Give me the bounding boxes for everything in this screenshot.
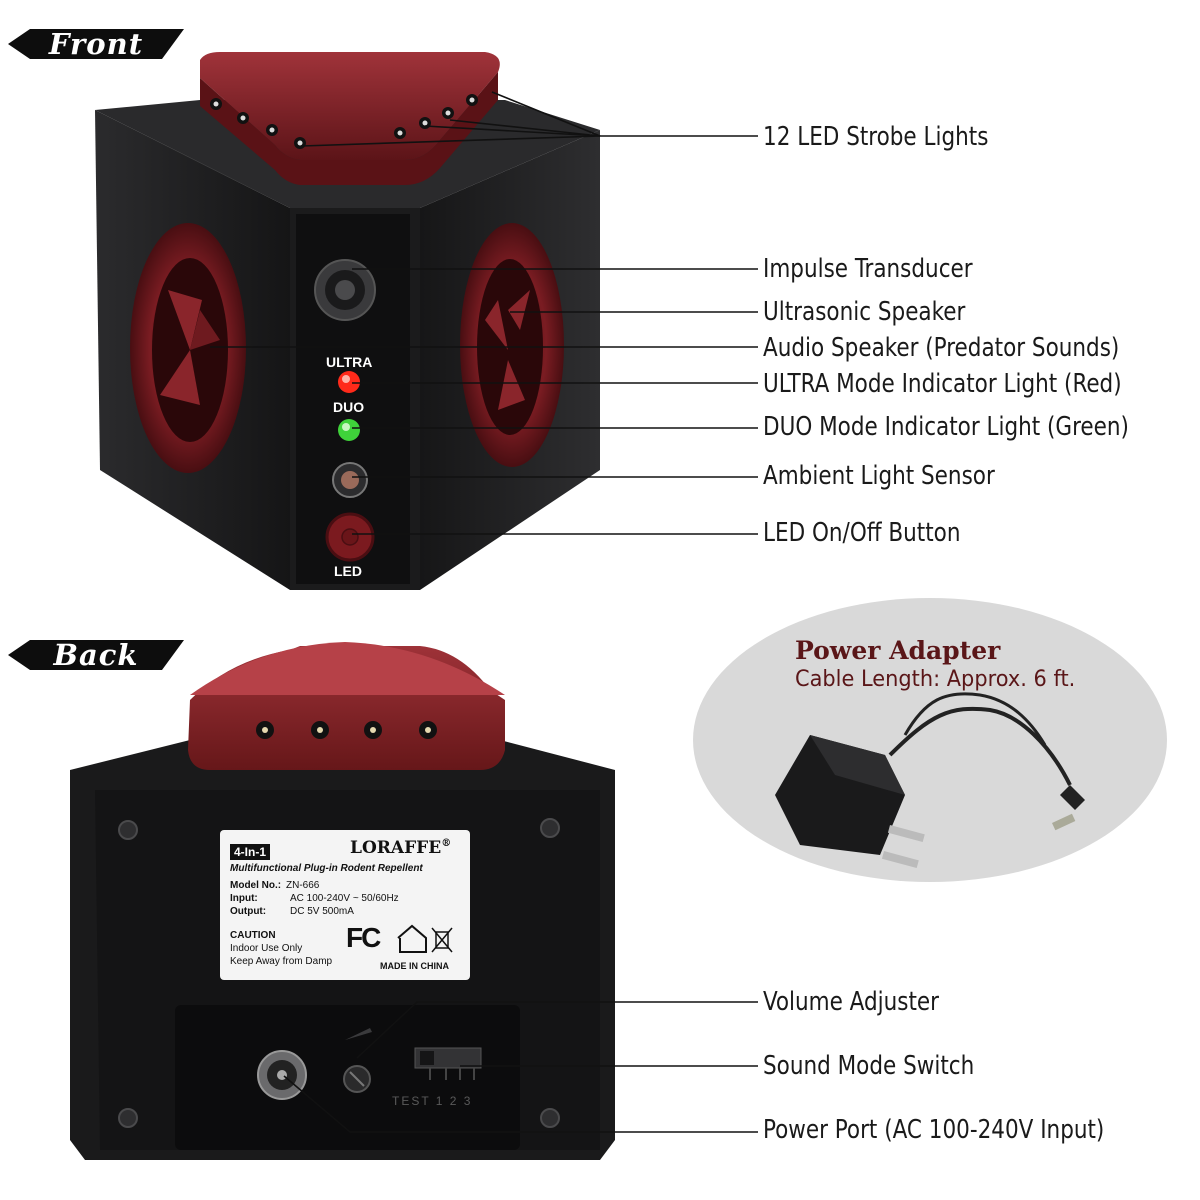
front-device xyxy=(95,52,600,590)
callout-ultrasonic-speaker: Ultrasonic Speaker xyxy=(763,297,966,327)
input-value: AC 100-240V ~ 50/60Hz xyxy=(290,893,399,904)
power-adapter-image xyxy=(775,692,1085,869)
volume-adjuster[interactable] xyxy=(343,1028,372,1093)
adapter-panel xyxy=(693,598,1167,882)
product-badge: 4-In-1 xyxy=(230,844,271,860)
product-description: Multifunctional Plug-in Rodent Repellent xyxy=(230,863,423,874)
back-tag-shape xyxy=(8,640,184,670)
callout-sound-mode-switch: Sound Mode Switch xyxy=(763,1051,975,1081)
callout-strobe-lights: 12 LED Strobe Lights xyxy=(763,122,989,152)
caution-line-1: Indoor Use Only xyxy=(230,943,303,954)
left-speaker xyxy=(130,223,246,473)
sound-mode-switch[interactable] xyxy=(414,1047,482,1080)
power-port[interactable] xyxy=(257,1050,307,1100)
made-in-label: MADE IN CHINA xyxy=(380,961,449,971)
model-value: ZN-666 xyxy=(286,880,320,891)
back-tag-label: Back xyxy=(53,638,139,672)
back-tag: Back xyxy=(8,636,184,674)
registered-mark: ® xyxy=(441,838,452,849)
adapter-title: Power Adapter xyxy=(795,636,1001,665)
output-value: DC 5V 500mA xyxy=(290,906,354,917)
brand-text: LORAFFE xyxy=(350,838,442,858)
callout-ultra-indicator: ULTRA Mode Indicator Light (Red) xyxy=(763,369,1122,399)
front-tag-shape xyxy=(8,29,184,59)
adapter-subtitle: Cable Length: Approx. 6 ft. xyxy=(795,667,1076,692)
model-key: Model No.: xyxy=(230,880,282,891)
right-speaker xyxy=(460,223,564,467)
callout-ambient-sensor: Ambient Light Sensor xyxy=(763,461,995,491)
front-tag-label: Front xyxy=(48,27,144,61)
callout-volume-adjuster: Volume Adjuster xyxy=(763,987,940,1017)
led-label: LED xyxy=(334,563,362,579)
brand-name: LORAFFE® xyxy=(350,838,451,858)
duo-label: DUO xyxy=(333,399,365,415)
callout-impulse-transducer: Impulse Transducer xyxy=(763,254,973,284)
fcc-logo: FC xyxy=(346,922,381,953)
callout-duo-indicator: DUO Mode Indicator Light (Green) xyxy=(763,412,1129,442)
callout-led-button: LED On/Off Button xyxy=(763,518,961,548)
caution-title: CAUTION xyxy=(230,930,276,941)
callout-power-port: Power Port (AC 100-240V Input) xyxy=(763,1115,1105,1145)
front-tag: Front xyxy=(8,25,184,63)
house-and-recycle-icon xyxy=(397,924,453,953)
switch-position-labels: TEST 1 2 3 xyxy=(392,1094,473,1108)
output-key: Output: xyxy=(230,906,267,917)
callout-audio-speaker: Audio Speaker (Predator Sounds) xyxy=(763,333,1120,363)
product-label: 4-In-1 LORAFFE® Multifunctional Plug-in … xyxy=(220,830,470,980)
ultra-label: ULTRA xyxy=(326,354,373,370)
leader-lines xyxy=(210,91,758,1133)
input-key: Input: xyxy=(230,893,258,904)
caution-line-2: Keep Away from Damp xyxy=(230,956,333,967)
ambient-light-sensor xyxy=(332,462,368,498)
impulse-transducer xyxy=(314,259,376,321)
